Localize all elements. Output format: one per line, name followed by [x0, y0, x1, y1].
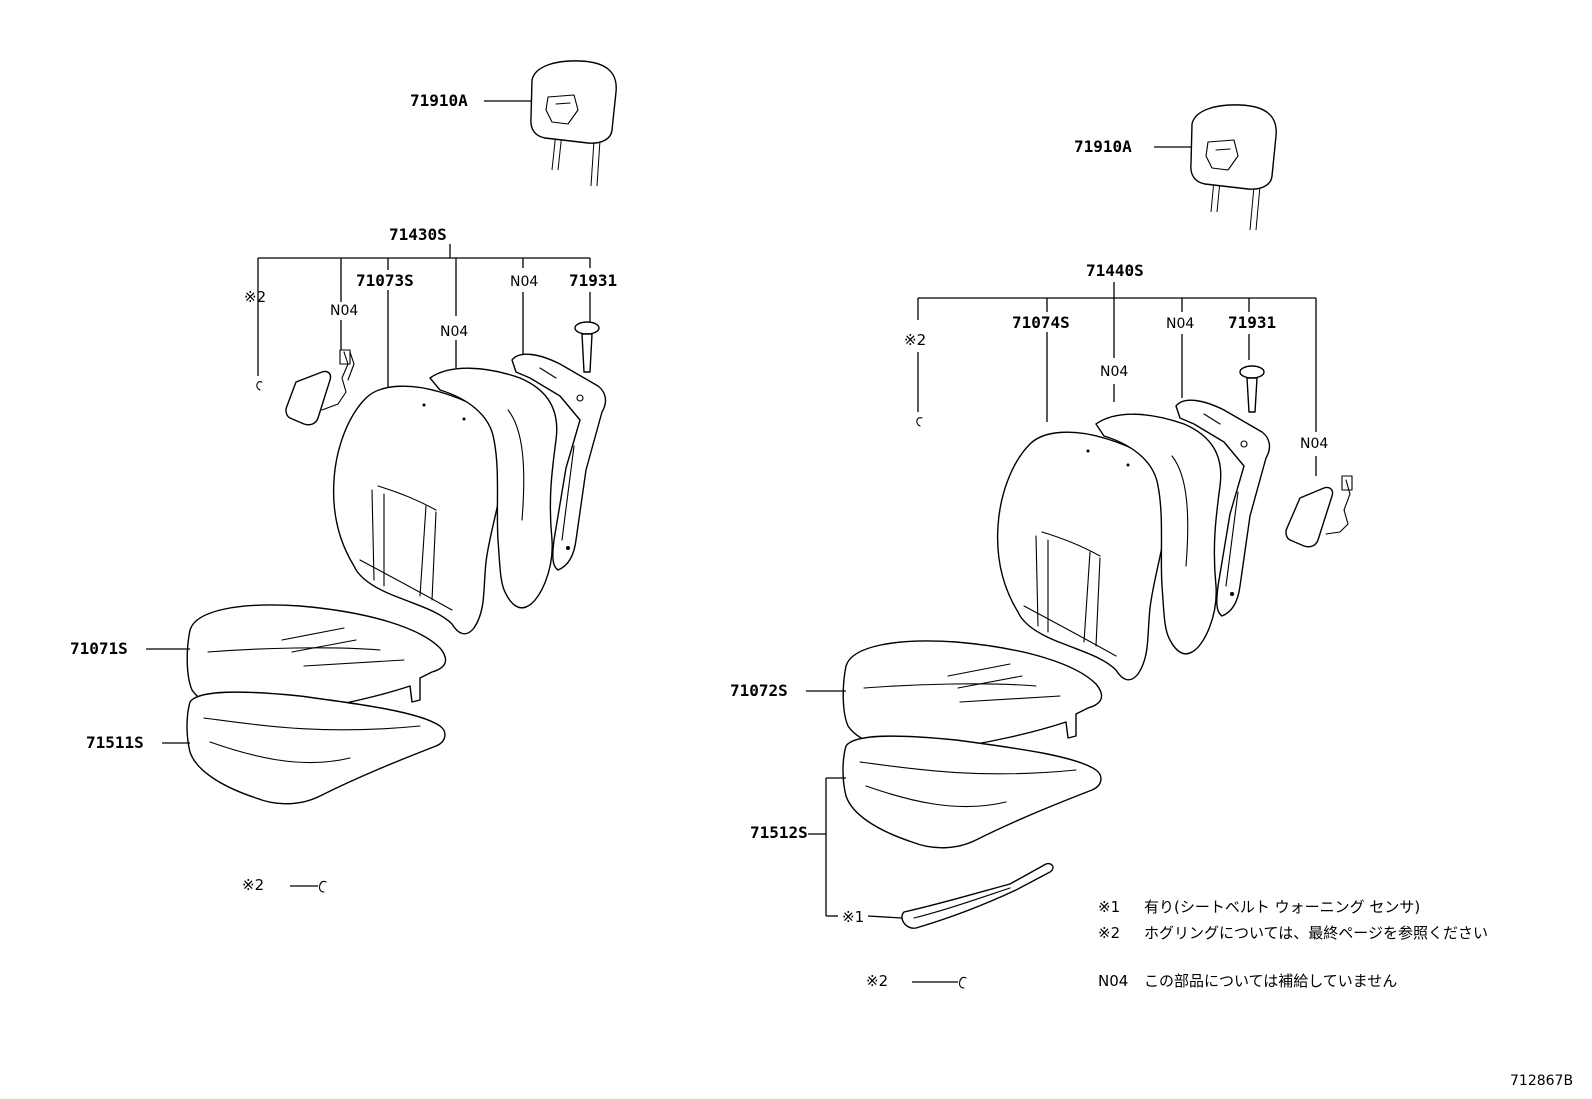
right-seat-belt-sensor-drawing	[901, 862, 1054, 929]
right-headrest-drawing	[1190, 104, 1277, 231]
legend-n04-code: N04	[1098, 972, 1128, 990]
right-back-pad-drawing	[1095, 413, 1222, 655]
left-back-pad-drawing	[429, 367, 558, 609]
left-hog-ring-bottom-mark: ※2	[242, 876, 264, 894]
right-cushion-cover-drawing	[842, 640, 1103, 752]
right-sensor-leader	[867, 915, 903, 919]
left-support-drawing	[574, 321, 600, 373]
right-n04-pad-label: N04	[1100, 364, 1128, 380]
legend-n04-text: この部品については補給していません	[1144, 972, 1397, 990]
figure-id: 712867B	[1510, 1073, 1573, 1089]
right-cushion-cover-part-label: 71072S	[730, 681, 788, 700]
left-cushion-pad-drawing	[186, 691, 446, 805]
left-back-bracket	[257, 244, 591, 390]
left-hog-ring-mark: ※2	[244, 288, 266, 306]
left-headrest-drawing	[530, 60, 617, 187]
legend: ※1 有り(シートベルト ウォーニング センサ) ※2 ホグリングについては、最…	[1098, 898, 1488, 990]
legend-note1-mark: ※1	[1098, 898, 1120, 916]
legend-note2-text: ホグリングについては、最終ページを参照ください	[1144, 924, 1488, 942]
left-seat-group: 71910A 71430S 71073S ※2 N04 N04 N04 7193…	[70, 60, 617, 894]
left-side-airbag-drawing	[285, 349, 355, 426]
left-support-part-label: 71931	[569, 271, 617, 290]
left-cushion-pad-part-label: 71511S	[86, 733, 144, 752]
left-hog-ring-bottom-icon	[318, 880, 327, 893]
legend-note2-mark: ※2	[1098, 924, 1120, 942]
right-sensor-mark: ※1	[842, 908, 864, 926]
right-n04-frame-label: N04	[1166, 316, 1194, 332]
right-n04-airbag-label: N04	[1300, 436, 1328, 452]
right-hog-ring-mark: ※2	[904, 331, 926, 349]
right-seat-group: 71910A 71440S 71074S ※2 N04 N04 71931 N0…	[730, 104, 1353, 990]
right-hog-ring-icon	[916, 417, 923, 427]
right-side-airbag-drawing	[1285, 475, 1353, 548]
left-headrest-part-label: 71910A	[410, 91, 468, 110]
left-back-assembly-part-label: 71430S	[389, 225, 447, 244]
right-back-cover-part-label: 71074S	[1012, 313, 1070, 332]
left-hog-ring-icon	[256, 381, 263, 391]
right-back-cover-drawing	[996, 431, 1169, 681]
left-cushion-cover-part-label: 71071S	[70, 639, 128, 658]
right-support-drawing	[1239, 365, 1265, 413]
right-back-assembly-part-label: 71440S	[1086, 261, 1144, 280]
right-cushion-pad-part-label: 71512S	[750, 823, 808, 842]
right-cushion-pad-drawing	[842, 735, 1102, 849]
left-back-cover-part-label: 71073S	[356, 271, 414, 290]
right-back-frame-drawing	[1175, 399, 1271, 617]
left-n04-airbag-label: N04	[330, 303, 358, 319]
right-support-part-label: 71931	[1228, 313, 1276, 332]
legend-note1-text: 有り(シートベルト ウォーニング センサ)	[1144, 898, 1420, 916]
left-cushion-cover-drawing	[186, 604, 447, 716]
left-back-frame-drawing	[511, 353, 607, 571]
right-back-bracket	[917, 282, 1317, 476]
left-n04-pad-label: N04	[440, 324, 468, 340]
right-headrest-part-label: 71910A	[1074, 137, 1132, 156]
left-n04-frame-label: N04	[510, 274, 538, 290]
right-cushion-pad-bracket	[808, 777, 846, 917]
right-hog-ring-bottom-icon	[958, 976, 967, 989]
left-back-cover-drawing	[332, 385, 506, 635]
right-hog-ring-bottom-mark: ※2	[866, 972, 888, 990]
